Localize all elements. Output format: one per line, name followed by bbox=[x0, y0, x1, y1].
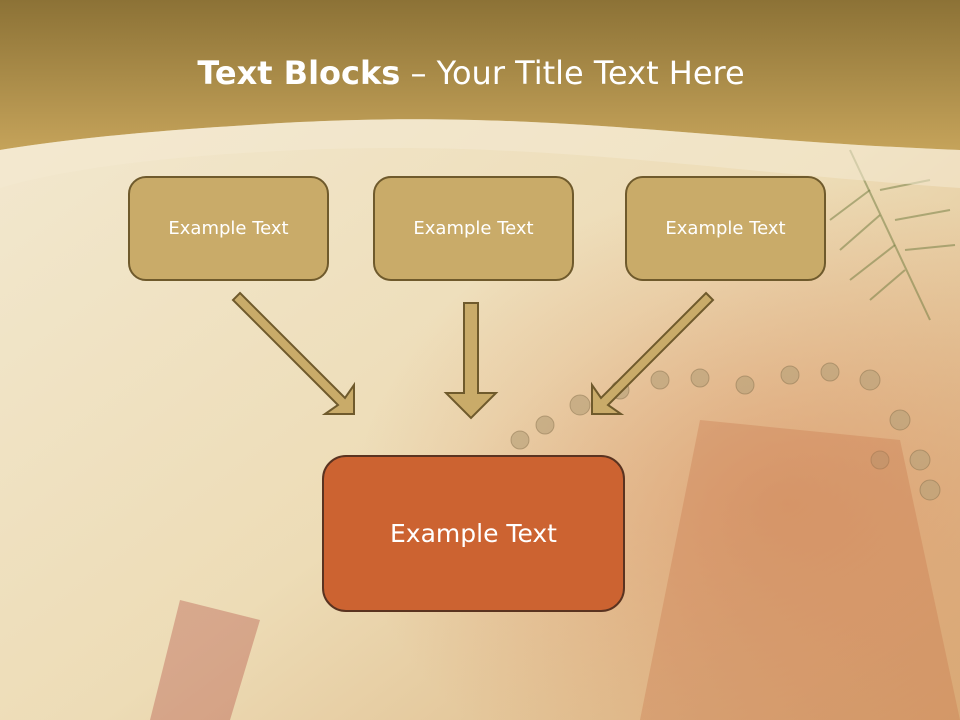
text-block-top-right[interactable]: Example Text bbox=[625, 176, 826, 281]
title-dash: – bbox=[400, 54, 437, 92]
text-block-bottom[interactable]: Example Text bbox=[322, 455, 625, 612]
text-block-top-right-label: Example Text bbox=[665, 218, 786, 239]
title-rest: Your Title Text Here bbox=[436, 54, 745, 92]
text-block-top-center[interactable]: Example Text bbox=[373, 176, 574, 281]
text-block-bottom-label: Example Text bbox=[390, 519, 557, 548]
slide-title: Text Blocks – Your Title Text Here bbox=[0, 54, 942, 92]
text-block-top-left[interactable]: Example Text bbox=[128, 176, 329, 281]
text-block-top-left-label: Example Text bbox=[168, 218, 289, 239]
title-bold: Text Blocks bbox=[197, 54, 401, 92]
text-block-top-center-label: Example Text bbox=[413, 218, 534, 239]
